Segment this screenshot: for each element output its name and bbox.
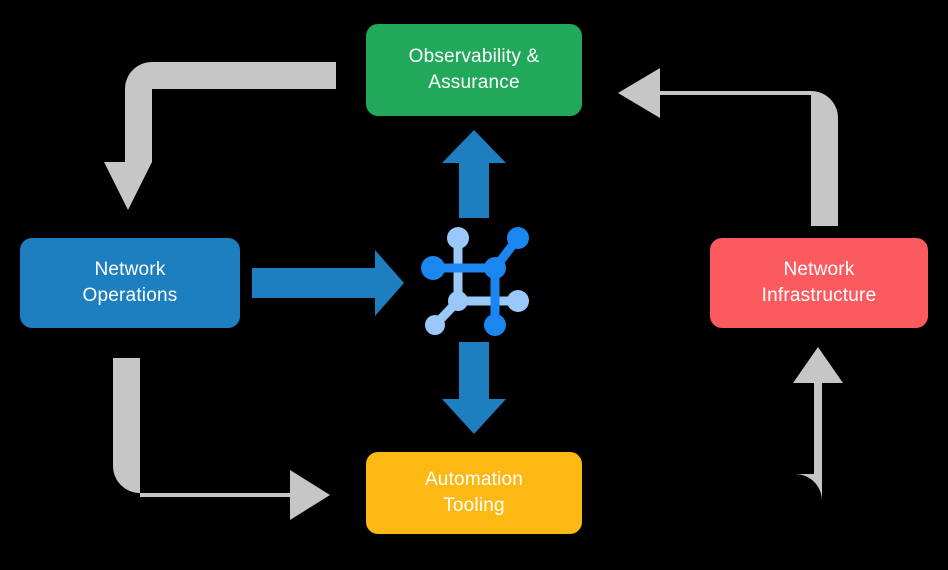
gray-arrow-infrastructure-to-observability: [618, 68, 838, 226]
gray-arrow-operations-to-automation: [113, 358, 330, 520]
node-box-network-operations[interactable]: Network Operations: [20, 238, 240, 328]
network-topology-icon: [421, 227, 529, 336]
node-label-observability: Observability & Assurance: [408, 46, 540, 93]
blue-arrow-center-to-automation: [442, 342, 506, 434]
node-box-automation-tooling[interactable]: Automation Tooling: [366, 452, 582, 534]
blue-arrow-operations-to-center: [252, 250, 404, 316]
blue-arrow-center-to-observability: [442, 130, 506, 218]
gray-arrow-automation-to-infrastructure: [612, 347, 843, 501]
node-label-automation-tooling: Automation Tooling: [424, 469, 524, 516]
network-icon-light-nodes: [425, 227, 529, 335]
node-box-network-infrastructure[interactable]: Network Infrastructure: [710, 238, 928, 328]
node-label-network-infrastructure: Network Infrastructure: [761, 259, 877, 306]
gray-arrow-observability-to-operations: [104, 62, 336, 210]
node-box-observability[interactable]: Observability & Assurance: [366, 24, 582, 116]
node-label-network-operations: Network Operations: [82, 259, 178, 306]
network-icon-dark-nodes: [421, 227, 529, 336]
